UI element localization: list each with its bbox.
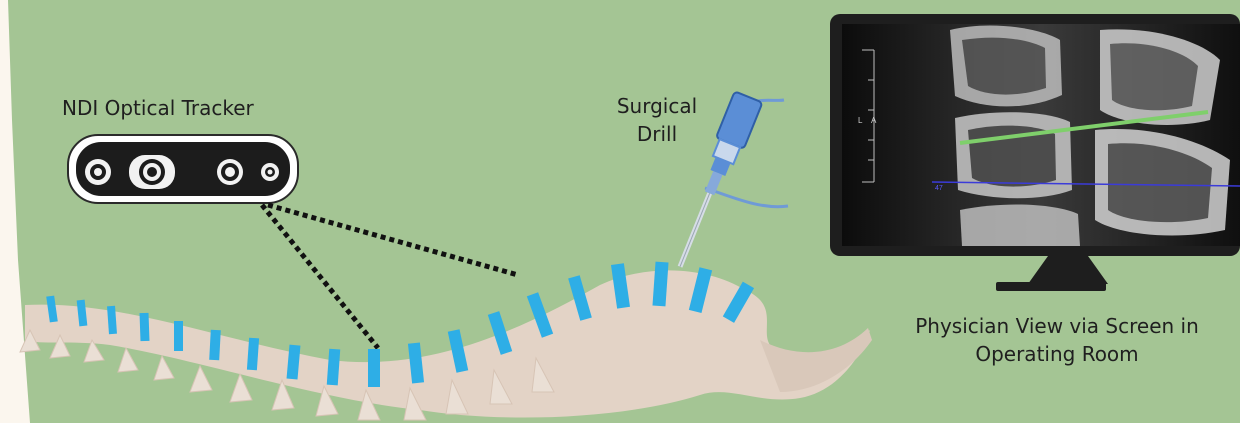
- monitor-stand: [1028, 256, 1108, 284]
- screen-label-line-2: Operating Room: [876, 340, 1238, 368]
- optical-tracker-icon: [68, 135, 298, 203]
- tracker-label: NDI Optical Tracker: [62, 94, 254, 122]
- screen-side-label-right: A: [871, 116, 877, 125]
- spine-icon: [20, 262, 872, 420]
- scan-line-value: 47: [935, 185, 943, 192]
- screen-label: Physician View via Screen in Operating R…: [876, 312, 1238, 368]
- monitor-icon: L A 47: [830, 14, 1240, 291]
- tracking-lines: [262, 205, 518, 348]
- tracker-label-text: NDI Optical Tracker: [62, 96, 254, 120]
- drill-label-line-2: Drill: [602, 120, 712, 148]
- drill-label-line-1: Surgical: [602, 92, 712, 120]
- drill-label: Surgical Drill: [602, 92, 712, 148]
- screen-label-line-1: Physician View via Screen in: [876, 312, 1238, 340]
- monitor-base: [996, 282, 1106, 291]
- screen-side-label-left: L: [858, 116, 863, 125]
